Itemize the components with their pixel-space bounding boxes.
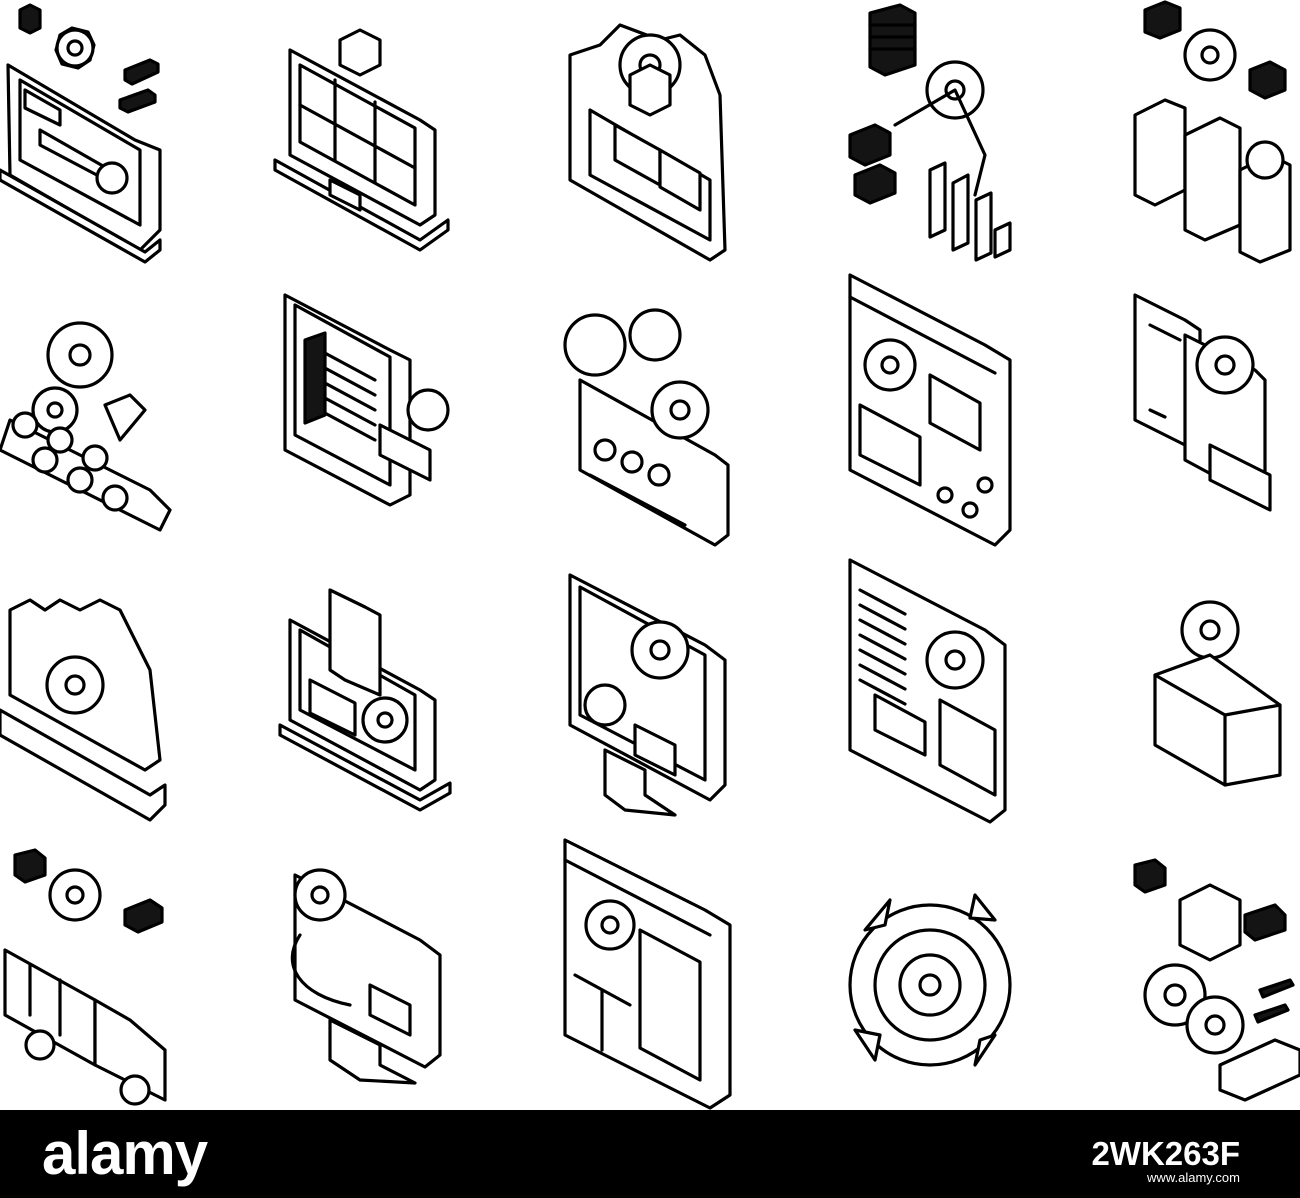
folder-gear-boxes-icon [568, 23, 727, 262]
gear-chart-network-icon [848, 3, 1012, 262]
watermark-footer: alamy 2WK263F www.alamy.com [0, 1110, 1300, 1198]
gears-people-group-icon [0, 321, 172, 532]
factory-gear-icon [0, 598, 167, 822]
image-id: 2WK263F [1091, 1135, 1240, 1172]
laptop-gear-dashboard-icon [0, 3, 162, 264]
laptop-document-box-icon [273, 28, 450, 252]
chat-bubbles-gear-icon [1133, 293, 1272, 512]
delivery-truck-gear-icon [3, 848, 167, 1106]
web-page-gear-door-icon [563, 838, 732, 1110]
monitor-gear-dollar-icon [568, 573, 727, 817]
box-gear-icon [1153, 600, 1282, 787]
stock-meta[interactable]: www.alamy.com [1147, 1170, 1240, 1185]
brand-logo[interactable]: alamy [42, 1120, 208, 1187]
laptop-phone-gear-icon [278, 588, 452, 812]
support-call-team-gear-icon [563, 308, 730, 547]
gears-box-network-icon [1133, 858, 1300, 1102]
document-files-gauge-icon [283, 293, 450, 507]
monitor-gear-arrow-icon [290, 868, 442, 1085]
boxes-gear-pie-chart-icon [1133, 0, 1292, 264]
web-page-gear-chart-icon [848, 273, 1012, 547]
circular-arrows-gear-icon [848, 893, 1012, 1067]
document-list-gear-icon [848, 558, 1007, 824]
icon-grid [0, 0, 1300, 1110]
